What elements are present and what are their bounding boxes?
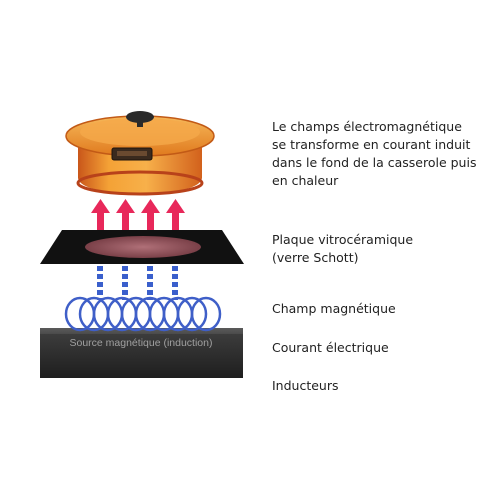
label-electromagnetic-field: Le champs électromagnétique se transform…	[272, 119, 477, 188]
label-electric-current: Courant électrique	[272, 340, 389, 355]
heat-arrow	[166, 199, 185, 233]
cooking-pot	[65, 111, 215, 196]
vitroceramic-plate	[40, 230, 244, 264]
label-vitroceramic-plate: Plaque vitrocéramique (verre Schott)	[272, 232, 414, 265]
source-label: Source magnétique (induction)	[69, 337, 212, 349]
magnetic-field-lines	[97, 266, 178, 300]
magnetic-source-block: Source magnétique (induction)	[40, 328, 243, 378]
heat-arrow	[91, 199, 110, 233]
heat-arrow	[116, 199, 135, 233]
label-inductors: Inducteurs	[272, 378, 339, 393]
induction-zone	[85, 236, 201, 258]
heat-arrows	[91, 199, 185, 233]
heat-arrow	[141, 199, 160, 233]
label-magnetic-field: Champ magnétique	[272, 301, 396, 316]
induction-coil	[64, 296, 222, 332]
